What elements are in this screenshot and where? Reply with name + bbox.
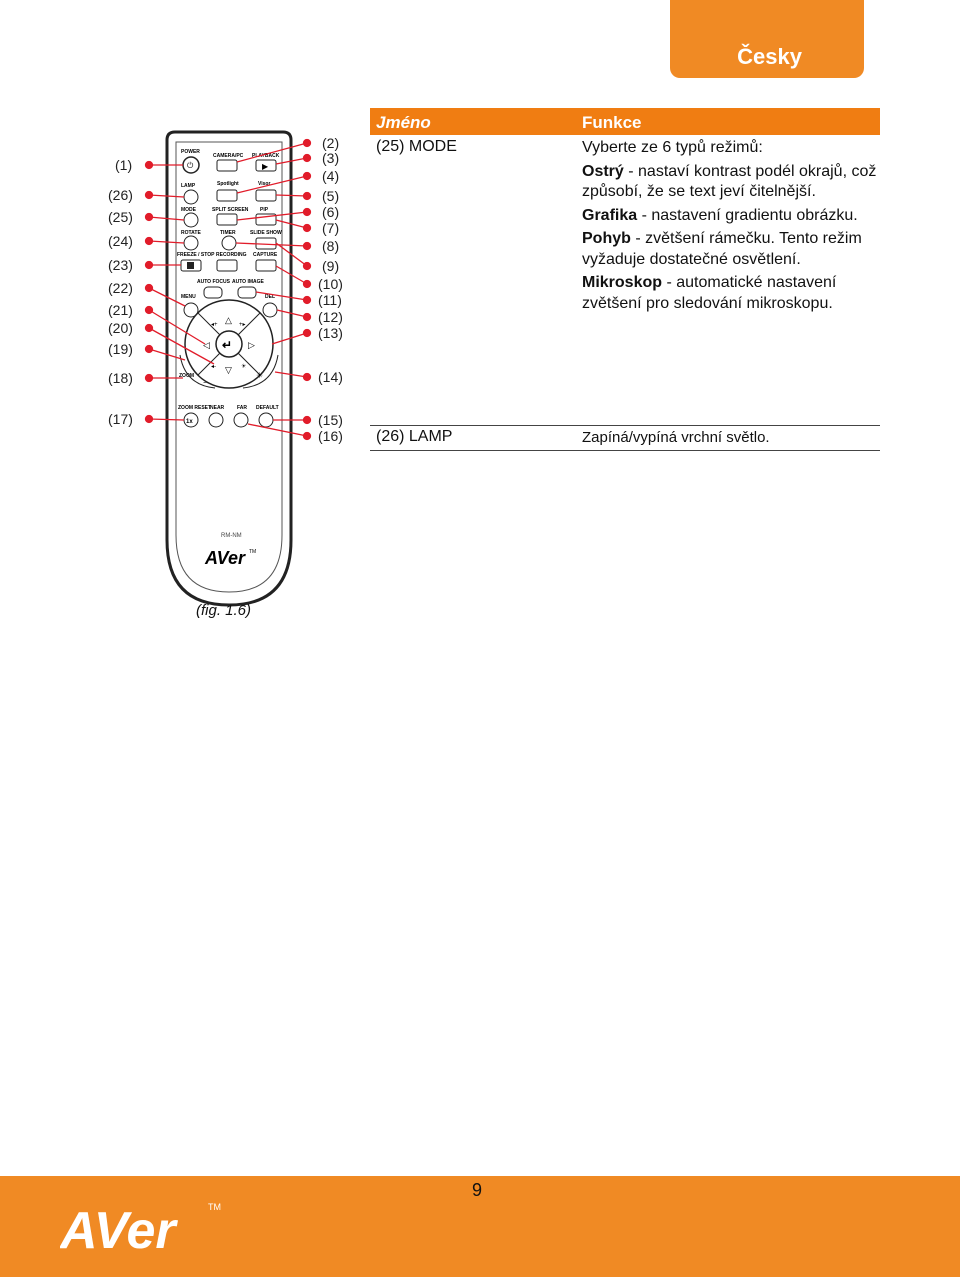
svg-text:TM: TM: [249, 549, 256, 555]
svg-text:CAPTURE: CAPTURE: [253, 252, 278, 258]
svg-text:AUTO FOCUS: AUTO FOCUS: [197, 279, 231, 285]
svg-text:ROTATE: ROTATE: [181, 230, 201, 236]
svg-text:ZOOM RESET: ZOOM RESET: [178, 405, 211, 411]
svg-text:▷: ▷: [248, 340, 255, 350]
mode-item: Ostrý - nastaví kontrast podél okrajů, c…: [582, 162, 877, 201]
header-function: Funkce: [582, 113, 642, 132]
callout-label: (20): [108, 320, 133, 336]
callout-label: (6): [322, 204, 340, 220]
svg-text:PLAYBACK: PLAYBACK: [252, 153, 280, 159]
svg-text:Spotlight: Spotlight: [217, 181, 239, 187]
function-table: Jméno Funkce (25) MODE Vyberte ze 6 typů…: [370, 108, 880, 451]
footer: 9 AVer TM: [0, 1176, 960, 1277]
svg-text:RM-NM: RM-NM: [221, 533, 242, 539]
callout-label: (15): [318, 412, 343, 428]
aver-logo: AVer TM: [60, 1202, 221, 1260]
svg-text:FAR: FAR: [237, 405, 247, 411]
svg-text:SLIDE SHOW: SLIDE SHOW: [250, 230, 282, 236]
callout-label: (25): [108, 209, 133, 225]
callout-label: (19): [108, 341, 133, 357]
callout-label: (18): [108, 370, 133, 386]
callout-label: (3): [322, 150, 340, 166]
svg-text:◁: ◁: [203, 340, 210, 350]
mode-item: Grafika - nastavení gradientu obrázku.: [582, 206, 858, 224]
callout-label: (11): [318, 292, 342, 308]
svg-text:1x: 1x: [186, 419, 193, 425]
callout-label: (23): [108, 257, 133, 273]
table-row: (26) LAMP Zapíná/vypíná vrchní světlo.: [370, 426, 880, 451]
callout-label: (21): [108, 302, 133, 318]
callout-label: (8): [322, 238, 340, 254]
svg-text:⏻: ⏻: [187, 161, 194, 170]
table-header: Jméno Funkce: [370, 108, 880, 135]
svg-text:☀: ☀: [241, 363, 246, 370]
callout-label: (14): [318, 369, 343, 385]
svg-text:☀: ☀: [256, 371, 263, 380]
svg-text:ZOOM: ZOOM: [179, 373, 194, 379]
svg-text:CAMERA/PC: CAMERA/PC: [213, 153, 244, 159]
svg-text:PIP: PIP: [260, 207, 269, 213]
svg-text:AUTO IMAGE: AUTO IMAGE: [232, 279, 265, 285]
callout-label: (5): [322, 188, 340, 204]
remote-illustration: POWER ⏻ CAMERA/PC PLAYBACK ▶ LAMP Spotli…: [144, 130, 312, 607]
row-intro: Vyberte ze 6 typů režimů:: [582, 139, 763, 156]
callout-label: (17): [108, 411, 133, 427]
language-label: Česky: [737, 44, 802, 69]
svg-text:DEFAULT: DEFAULT: [256, 405, 279, 411]
callout-label: (10): [318, 276, 343, 292]
row-function: Vyberte ze 6 typů režimů: Ostrý - nastav…: [582, 135, 880, 314]
svg-text:▽: ▽: [225, 365, 232, 375]
callout-label: (1): [115, 157, 133, 173]
svg-text:MENU: MENU: [181, 294, 196, 300]
svg-text:FREEZE / STOP: FREEZE / STOP: [177, 252, 215, 258]
callout-label: (16): [318, 428, 343, 444]
page-number: 9: [472, 1180, 483, 1200]
table-row: (25) MODE Vyberte ze 6 typů režimů: Ostr…: [370, 135, 880, 426]
callout-label: (26): [108, 187, 133, 203]
callout-label: (24): [108, 233, 133, 249]
callout-label: (2): [322, 135, 340, 151]
svg-text:NEAR: NEAR: [210, 405, 225, 411]
callout-label: (9): [322, 258, 340, 274]
figure-caption: (fig. 1.6): [196, 602, 252, 619]
remote-figure: POWER ⏻ CAMERA/PC PLAYBACK ▶ LAMP Spotli…: [0, 0, 360, 640]
callout-label: (13): [318, 325, 343, 341]
svg-text:◂+: ◂+: [211, 322, 218, 328]
row-name: (25) MODE: [376, 138, 457, 155]
svg-text:SPLIT SCREEN: SPLIT SCREEN: [212, 207, 249, 213]
language-tab: Česky: [670, 0, 864, 78]
row-name: (26) LAMP: [376, 428, 453, 445]
svg-text:Visor: Visor: [258, 181, 270, 187]
power-label: POWER: [181, 149, 200, 155]
callout-label: (7): [322, 220, 340, 236]
header-name: Jméno: [376, 113, 431, 132]
svg-text:△: △: [225, 315, 232, 325]
svg-text:AVer: AVer: [204, 548, 246, 568]
svg-text:◂-: ◂-: [211, 364, 216, 370]
callout-label: (22): [108, 280, 133, 296]
svg-text:↵: ↵: [222, 338, 232, 352]
mode-item: Pohyb - zvětšení rámečku. Tento režim vy…: [582, 230, 862, 268]
row-function: Zapíná/vypíná vrchní světlo.: [582, 429, 770, 446]
svg-text:MODE: MODE: [181, 207, 197, 213]
svg-text:−: −: [203, 378, 208, 387]
svg-text:+▸: +▸: [239, 322, 246, 328]
svg-text:DEL: DEL: [265, 294, 275, 300]
svg-text:RECORDING: RECORDING: [216, 252, 247, 258]
logo-text: AVer: [60, 1202, 178, 1260]
svg-text:TIMER: TIMER: [220, 230, 236, 236]
callout-label: (4): [322, 168, 340, 184]
mode-item: Mikroskop - automatické nastavení zvětše…: [582, 274, 837, 312]
logo-tm: TM: [208, 1202, 221, 1212]
svg-text:LAMP: LAMP: [181, 183, 196, 189]
svg-text:▶: ▶: [262, 162, 269, 171]
callout-label: (12): [318, 309, 343, 325]
